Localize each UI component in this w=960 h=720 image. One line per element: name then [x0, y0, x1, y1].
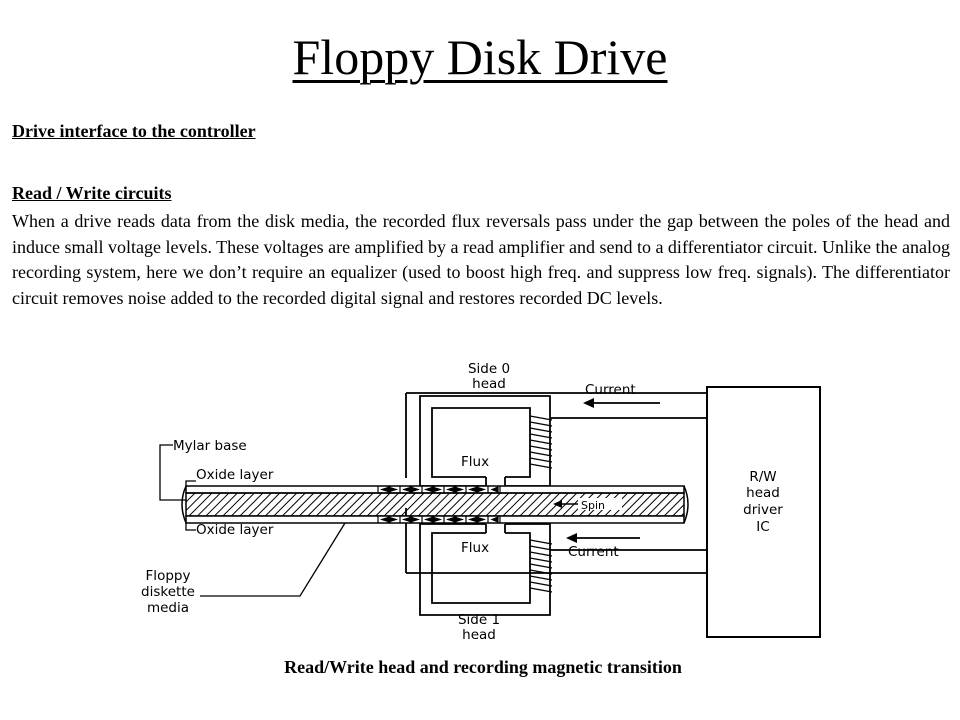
ic-label-2: head [746, 485, 780, 501]
media-label-3: media [147, 600, 189, 616]
side0-label-2: head [472, 376, 506, 392]
body-paragraph: When a drive reads data from the disk me… [12, 211, 950, 308]
side0-label-1: Side 0 [468, 361, 510, 377]
page-title: Floppy Disk Drive [292, 29, 668, 85]
current-arrow-top [583, 398, 660, 408]
flux-label-bottom: Flux [461, 540, 489, 556]
media-label-2: diskette [141, 584, 195, 600]
side0-head-core [419, 395, 551, 487]
spin-label: Spin [581, 499, 605, 512]
current-label-bottom: Current [568, 544, 619, 560]
diagram-caption: Read/Write head and recording magnetic t… [284, 657, 682, 677]
side0-coil [529, 415, 553, 469]
magnetic-transitions-top [377, 486, 501, 493]
oxide-label-bottom: Oxide layer [196, 522, 274, 538]
ic-label-4: IC [756, 519, 769, 535]
flux-label-top: Flux [461, 454, 489, 470]
section-heading: Drive interface to the controller [12, 121, 256, 141]
head-wiring [405, 392, 707, 574]
side1-label-2: head [462, 627, 496, 643]
spin-arrow [553, 498, 622, 510]
magnetic-transitions-bottom [377, 516, 501, 523]
subsection-heading: Read / Write circuits [12, 183, 172, 203]
label-leaders [159, 444, 346, 597]
side1-head-core [419, 523, 551, 616]
side1-label-1: Side 1 [458, 612, 500, 628]
current-arrow-bottom [566, 533, 640, 543]
ic-label-1: R/W [749, 469, 776, 485]
side1-coil [529, 539, 553, 593]
ic-label-3: driver [743, 502, 783, 518]
ic-box [706, 386, 821, 638]
current-label-top: Current [585, 382, 636, 398]
mylar-label: Mylar base [173, 438, 247, 454]
oxide-label-top: Oxide layer [196, 467, 274, 483]
media-label-1: Floppy [146, 568, 191, 584]
